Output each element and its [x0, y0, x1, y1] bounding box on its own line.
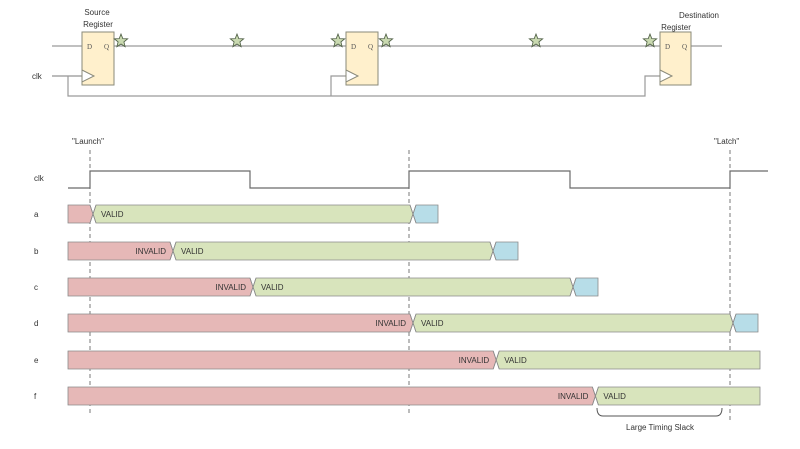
invalid-segment: [67, 350, 497, 370]
valid-segment: [172, 241, 494, 261]
clock-input-triangle-icon: [81, 69, 96, 83]
valid-segment: [92, 204, 414, 224]
valid-label: VALID: [504, 356, 527, 365]
invalid-segment: [67, 204, 94, 224]
destination-register-label-1: Destination: [679, 11, 719, 20]
latch-label: "Latch": [714, 137, 739, 146]
transition-marker: [169, 241, 177, 261]
valid-label: VALID: [421, 319, 444, 328]
pin-d: D: [665, 43, 670, 51]
slack-brace: [596, 407, 723, 417]
transition-marker: [409, 204, 417, 224]
invalid-label: INVALID: [135, 247, 166, 256]
star-icon: [642, 32, 658, 48]
invalid-label: INVALID: [375, 319, 406, 328]
valid-label: VALID: [181, 247, 204, 256]
transition-marker: [592, 386, 599, 406]
pin-q: Q: [104, 43, 109, 51]
next-data-segment: [412, 204, 439, 224]
signal-name: f: [34, 392, 37, 401]
invalid-label: INVALID: [215, 283, 246, 292]
clk-branch-middle: [330, 75, 346, 96]
transition-marker: [492, 350, 500, 370]
pin-q: Q: [682, 43, 687, 51]
transition-marker: [489, 241, 497, 261]
circuit-clk-label: clk: [32, 72, 43, 81]
valid-segment: [252, 277, 574, 297]
pin-d: D: [351, 43, 356, 51]
transition-marker: [569, 277, 577, 297]
star-icon: [113, 32, 129, 48]
signal-row-b: b INVALID VALID: [34, 241, 519, 261]
pin-d: D: [87, 43, 92, 51]
invalid-segment: [67, 386, 596, 406]
signal-name: b: [34, 247, 39, 256]
signal-name: c: [34, 283, 38, 292]
valid-segment: [412, 313, 734, 333]
clock-input-triangle-icon: [345, 69, 360, 83]
pin-q: Q: [368, 43, 373, 51]
next-data-segment: [492, 241, 519, 261]
valid-label: VALID: [261, 283, 284, 292]
valid-segment: [495, 350, 761, 370]
clk-waveform: [68, 170, 768, 189]
valid-label: VALID: [101, 210, 124, 219]
destination-register: D Q: [659, 31, 692, 86]
signal-name: e: [34, 356, 39, 365]
transition-marker: [89, 204, 97, 224]
clk-signal-label: clk: [34, 174, 45, 183]
transition-marker: [729, 313, 737, 333]
next-data-segment: [732, 313, 759, 333]
valid-label: VALID: [603, 392, 626, 401]
launch-label: "Launch": [72, 137, 104, 146]
destination-register-label-2: Register: [661, 23, 691, 32]
invalid-label: INVALID: [558, 392, 589, 401]
next-data-segment: [572, 277, 599, 297]
transition-marker: [409, 313, 417, 333]
signal-row-e: e INVALID VALID: [34, 350, 761, 370]
invalid-label: INVALID: [459, 356, 490, 365]
signal-row-a: a VALID: [34, 204, 439, 224]
signal-row-d: d INVALID VALID: [34, 313, 759, 333]
signal-name: a: [34, 210, 39, 219]
star-markers: [113, 32, 658, 48]
middle-register: D Q: [345, 31, 379, 86]
star-icon: [330, 32, 346, 48]
star-icon: [229, 32, 245, 48]
signal-name: d: [34, 319, 38, 328]
slack-label: Large Timing Slack: [626, 423, 695, 432]
clock-input-triangle-icon: [659, 69, 674, 83]
star-icon: [378, 32, 394, 48]
star-icon: [528, 32, 544, 48]
invalid-segment: [67, 313, 414, 333]
signal-row-c: c INVALID VALID: [34, 277, 599, 297]
clk-distribution-wire: [67, 75, 660, 97]
transition-marker: [249, 277, 257, 297]
source-register-label-2: Register: [83, 20, 113, 29]
source-register: D Q: [81, 31, 115, 86]
circuit-schematic: clk Source Register D Q D Q Destination …: [32, 8, 722, 97]
source-register-label-1: Source: [84, 8, 110, 17]
signal-row-f: f INVALID VALID: [34, 386, 761, 406]
